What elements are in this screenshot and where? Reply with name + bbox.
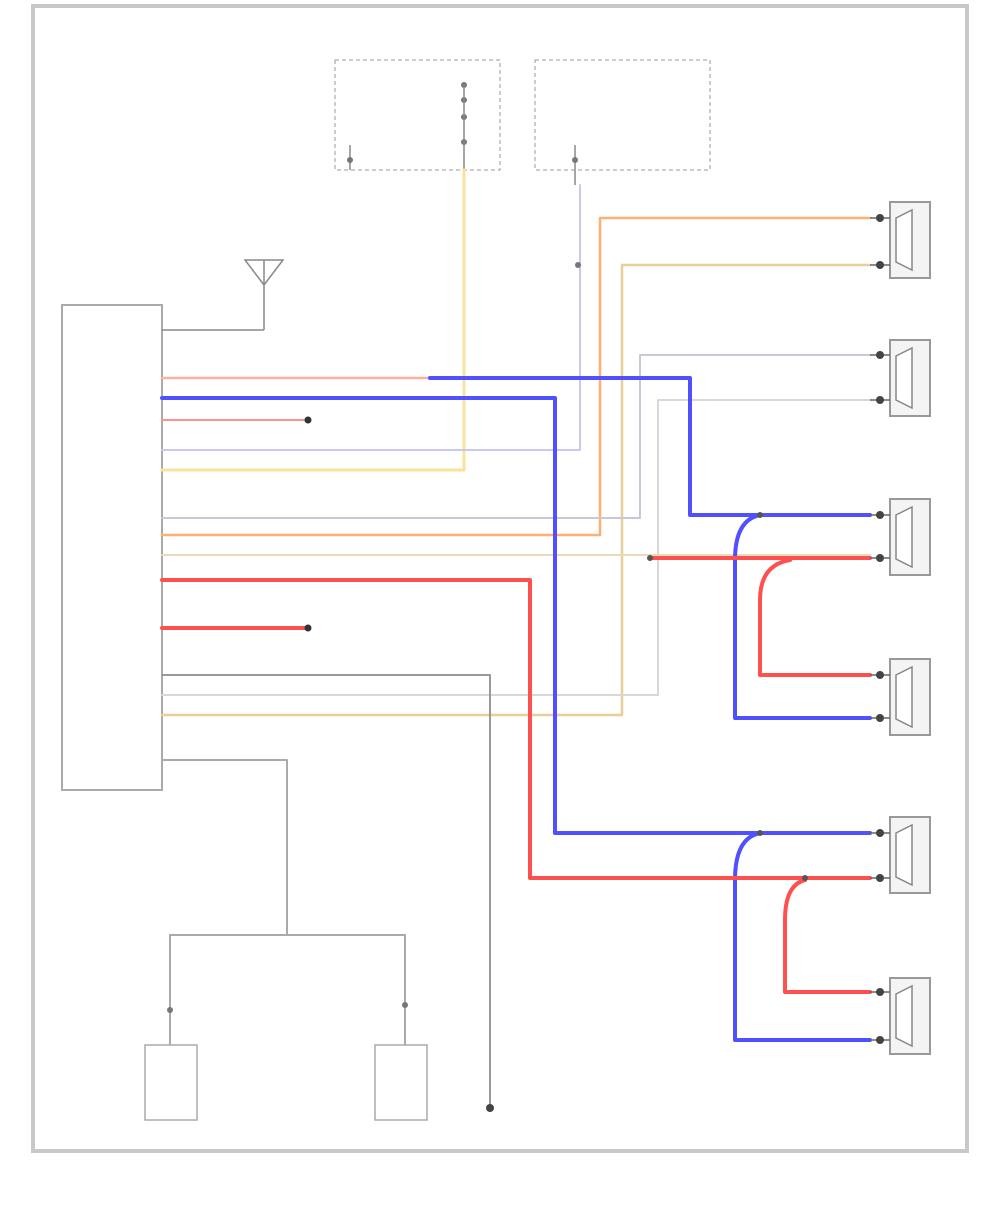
- bottom-right-box: [374, 1044, 428, 1121]
- bottom-left-box: [144, 1044, 198, 1121]
- terminal-dot: [347, 157, 353, 163]
- speaker-cone-icon: [895, 984, 913, 1048]
- bottom-section: [144, 1044, 428, 1121]
- speaker-rear-right-upper: [870, 498, 931, 576]
- speaker-terminal-dot: [876, 396, 884, 404]
- speaker-cone-icon: [895, 346, 913, 410]
- top-left-module: [334, 59, 501, 171]
- speaker-terminal-dot: [876, 261, 884, 269]
- speaker-rear-right-lower: [870, 658, 931, 736]
- speakers: [870, 201, 931, 1055]
- wire-red: [758, 558, 872, 677]
- arrow-dot: [304, 416, 312, 424]
- speaker-terminal-dot: [876, 829, 884, 837]
- wire-yellow: [160, 168, 466, 472]
- speaker-terminal-dot: [876, 554, 884, 562]
- top-right-module-box: [534, 59, 711, 171]
- speaker-cone-icon: [895, 665, 913, 729]
- wire-shield: [161, 759, 288, 936]
- connector-dot: [402, 1002, 408, 1008]
- wire-blue: [428, 376, 872, 517]
- speaker-door-front-left: [870, 339, 931, 417]
- speaker-terminal-dot: [876, 714, 884, 722]
- top-left-module-box: [334, 59, 501, 171]
- terminal-dot: [572, 157, 578, 163]
- splice-dot: [802, 875, 808, 881]
- wire-red: [160, 578, 872, 880]
- wire-gray-light: [161, 354, 871, 519]
- speaker-rear-left-lower: [870, 977, 931, 1055]
- speaker-rear-left-upper: [870, 816, 931, 894]
- speaker-cone-icon: [895, 208, 913, 272]
- speaker-terminal-dot: [876, 671, 884, 679]
- wire-gray: [161, 399, 871, 696]
- ground-dot: [486, 1104, 494, 1112]
- splice-dot: [757, 830, 763, 836]
- speaker-terminal-dot: [876, 1036, 884, 1044]
- splice-dot: [647, 555, 653, 561]
- head-unit-box: [61, 304, 163, 791]
- wiring: [160, 168, 872, 1112]
- speaker-cone-icon: [895, 505, 913, 569]
- speaker-terminal-dot: [876, 351, 884, 359]
- speaker-terminal-dot: [876, 511, 884, 519]
- connector-dot: [167, 1007, 173, 1013]
- wire-ground: [161, 674, 491, 1109]
- speaker-door-front-right: [870, 201, 931, 279]
- head-unit: [61, 259, 285, 791]
- wire-red: [783, 878, 872, 994]
- speaker-terminal-dot: [876, 874, 884, 882]
- top-right-module: [534, 59, 711, 185]
- wire-light-blue: [161, 184, 581, 451]
- splice-dot: [575, 262, 581, 268]
- speaker-terminal-dot: [876, 988, 884, 996]
- splice-dot: [757, 512, 763, 518]
- speaker-terminal-dot: [876, 214, 884, 222]
- speaker-cone-icon: [895, 823, 913, 887]
- wire-blue: [160, 396, 872, 835]
- arrow-dot: [304, 624, 312, 632]
- wire-tan: [160, 263, 872, 717]
